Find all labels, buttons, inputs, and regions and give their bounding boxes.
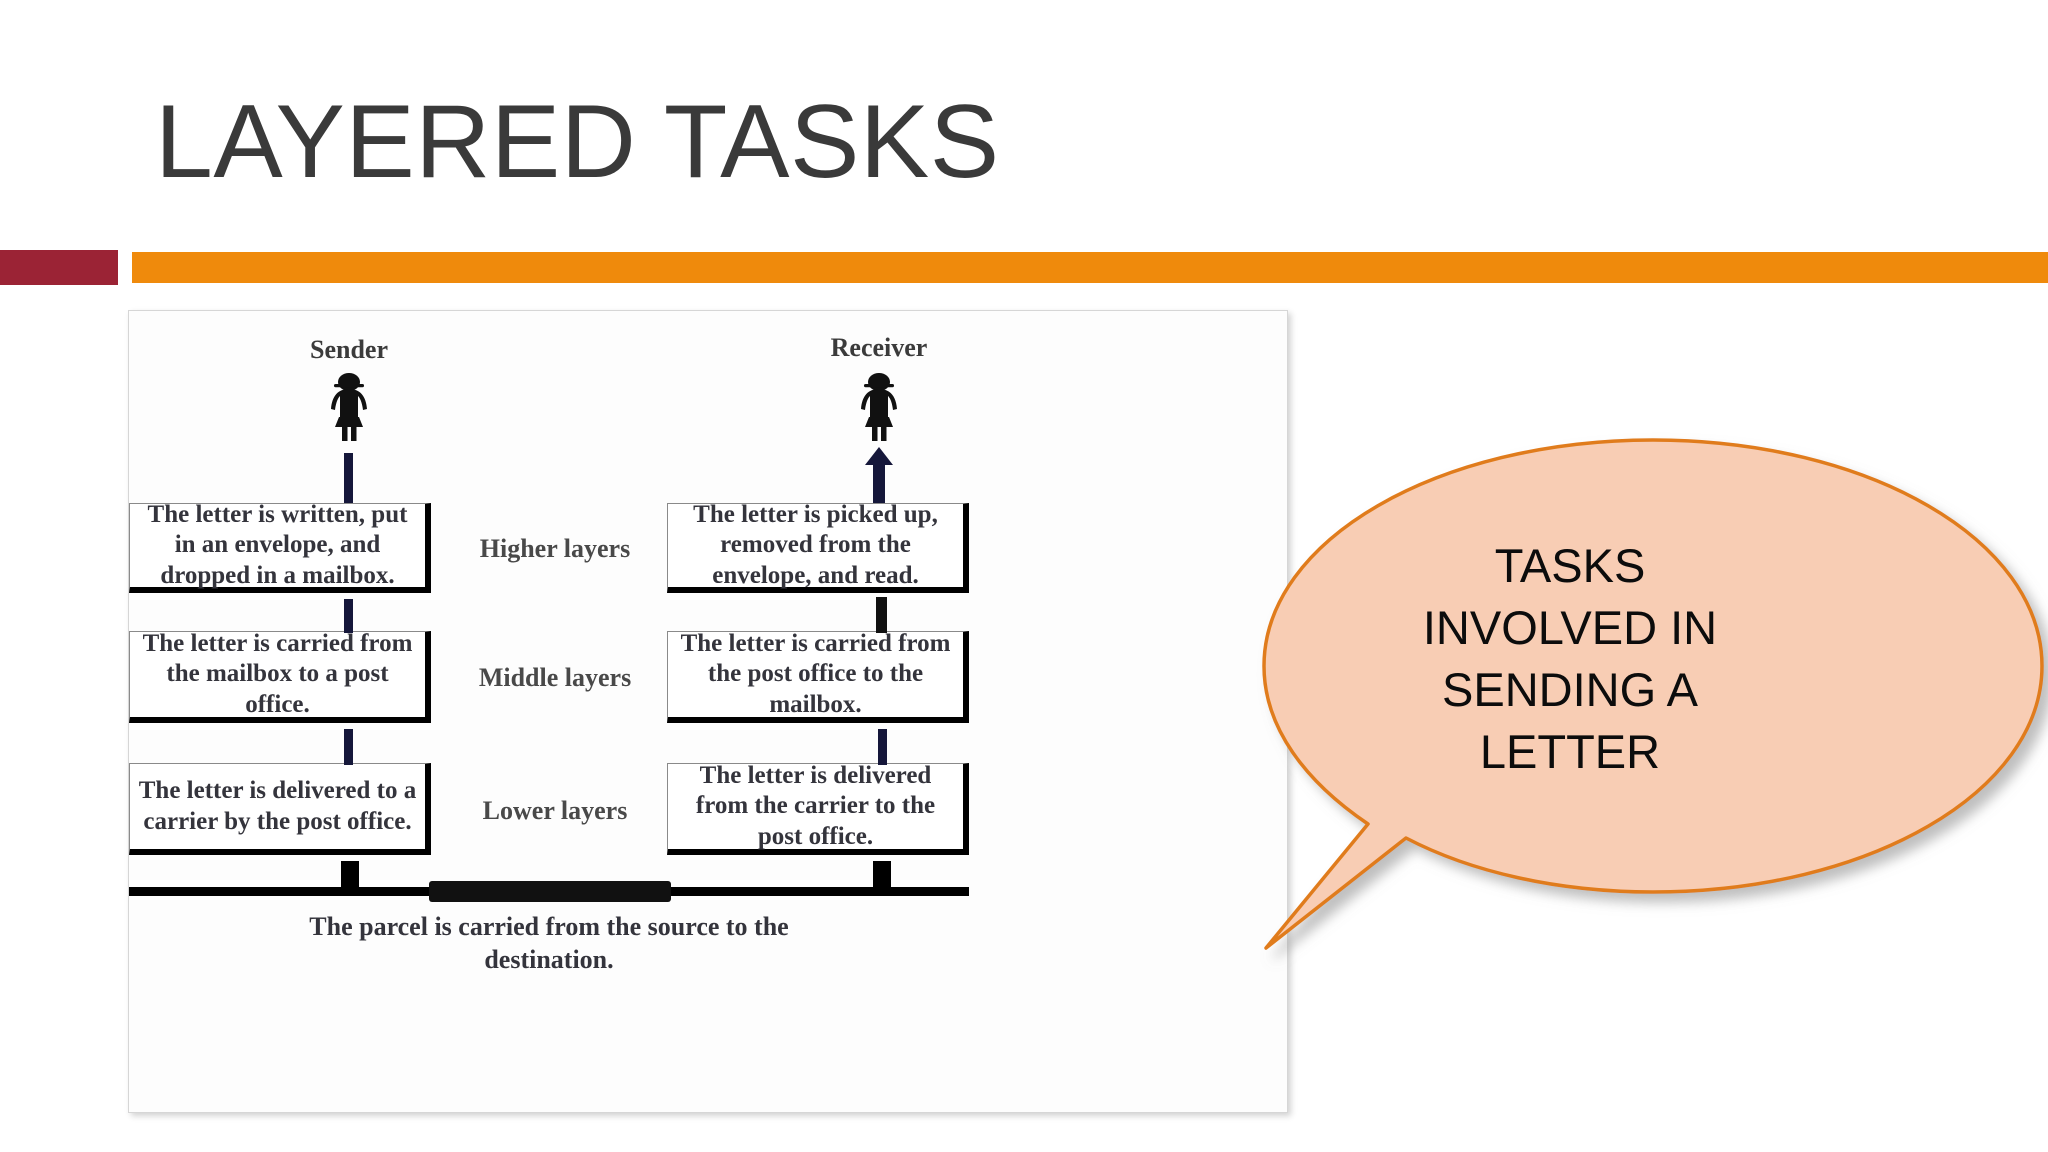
vertical-connector-icon [878, 729, 887, 765]
accent-bar-red [0, 250, 118, 285]
vertical-connector-icon [876, 597, 887, 633]
diagram-canvas: Sender Receiver [129, 311, 1287, 1112]
callout-text: TASKS INVOLVED IN SENDING A LETTER [1422, 539, 1718, 779]
diagram-caption: The parcel is carried from the source to… [309, 912, 789, 974]
layer-label-higher: Higher layers [479, 534, 631, 563]
receiver-step-box: The letter is delivered from the carrier… [667, 762, 969, 855]
medium-drop-left-icon [341, 861, 359, 887]
sender-label: Sender [310, 335, 388, 364]
transmission-medium-segment [429, 881, 671, 902]
person-figure-icon [847, 369, 911, 443]
accent-bar-orange [132, 252, 2048, 283]
vertical-connector-icon [344, 453, 353, 503]
person-figure-icon [317, 369, 381, 443]
layered-tasks-diagram: Sender Receiver [128, 310, 1288, 1113]
medium-drop-right-icon [873, 861, 891, 887]
sender-step-box: The letter is delivered to a carrier by … [129, 763, 431, 855]
sender-step-box: The letter is carried from the mailbox t… [129, 630, 431, 723]
layer-label-middle: Middle layers [478, 663, 632, 692]
callout-bubble [1258, 434, 2048, 964]
sender-step-box: The letter is written, put in an envelop… [129, 501, 431, 593]
vertical-connector-icon [344, 729, 353, 765]
layer-label-lower: Lower layers [482, 796, 628, 825]
page-title: LAYERED TASKS [155, 84, 1000, 200]
receiver-label: Receiver [830, 333, 928, 362]
vertical-connector-icon [344, 599, 353, 633]
receiver-step-box: The letter is picked up, removed from th… [667, 501, 969, 593]
up-arrow-icon [855, 447, 903, 509]
receiver-step-box: The letter is carried from the post offi… [667, 630, 969, 723]
